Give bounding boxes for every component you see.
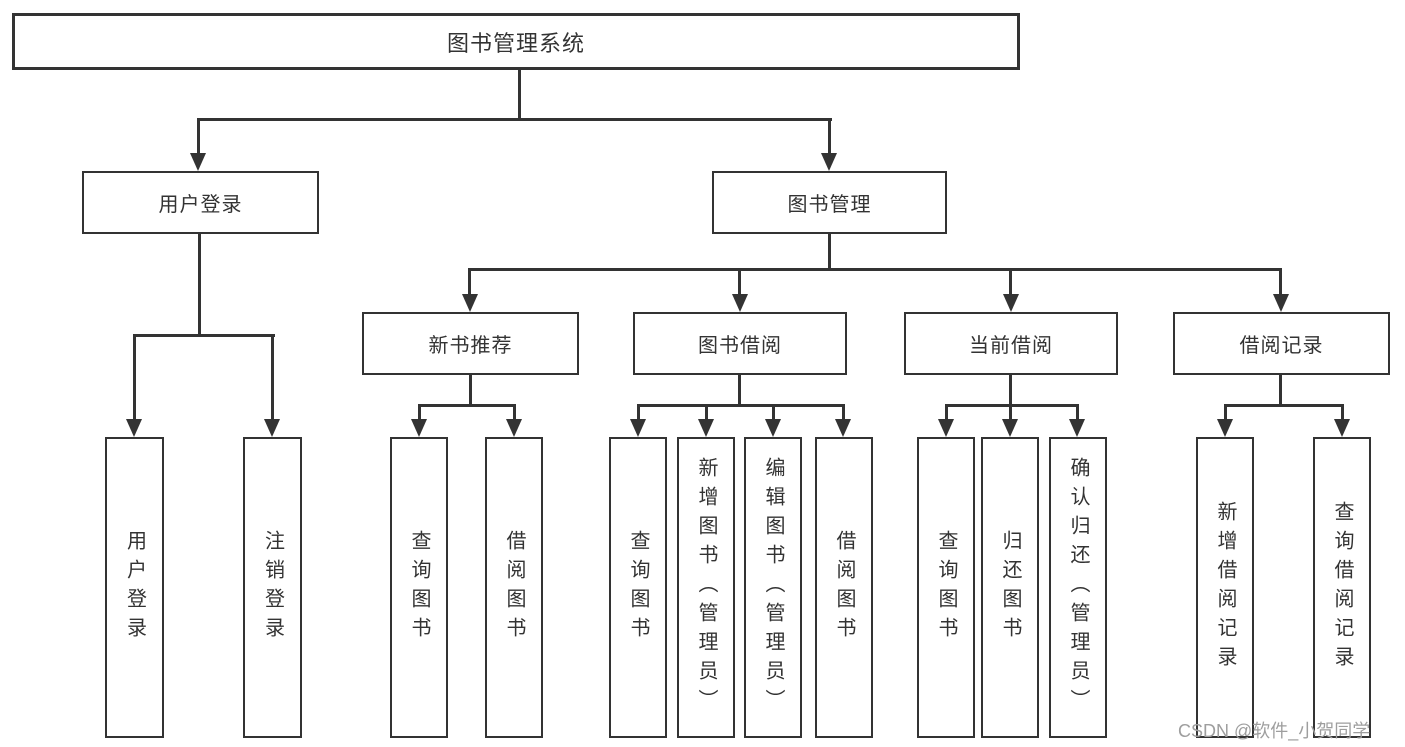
connector-line: [1224, 404, 1227, 421]
node-user-login-branch: 用户登录: [82, 171, 319, 234]
node-label: 当前借阅: [969, 335, 1053, 357]
connector-line: [133, 334, 275, 337]
connector-line: [1279, 375, 1282, 407]
leaf-label: 注销登录: [261, 529, 284, 646]
connector-line: [133, 334, 136, 421]
connector-arrow: [190, 153, 206, 171]
connector-line: [637, 404, 845, 407]
leaf-label: 确认归还（管理员）: [1067, 457, 1089, 718]
connector-line: [468, 268, 471, 296]
connector-line: [637, 404, 640, 421]
connector-arrow: [835, 419, 851, 437]
leaf-label: 查询借阅记录: [1331, 500, 1353, 675]
leaf-borrow-books: 借阅图书: [815, 437, 873, 738]
leaf-logout: 注销登录: [243, 437, 302, 738]
connector-arrow: [126, 419, 142, 437]
leaf-label: 用户登录: [123, 529, 146, 646]
connector-line: [945, 404, 948, 421]
node-label: 图书借阅: [698, 335, 782, 357]
connector-arrow: [462, 294, 478, 312]
connector-line: [469, 375, 472, 407]
connector-arrow: [1273, 294, 1289, 312]
connector-line: [828, 234, 831, 271]
node-borrowing-records: 借阅记录: [1173, 312, 1390, 375]
connector-line: [418, 404, 421, 421]
node-label: 用户登录: [158, 194, 243, 216]
leaf-add-books-admin: 新增图书（管理员）: [677, 437, 735, 738]
leaf-label: 借阅图书: [833, 529, 855, 646]
leaf-edit-books-admin: 编辑图书（管理员）: [744, 437, 802, 738]
connector-arrow: [411, 419, 427, 437]
connector-line: [738, 268, 741, 296]
connector-line: [197, 118, 832, 121]
connector-arrow: [1003, 294, 1019, 312]
node-new-book-recommend: 新书推荐: [362, 312, 579, 375]
leaf-borrow-books-recommend: 借阅图书: [485, 437, 543, 738]
leaf-add-borrow-record: 新增借阅记录: [1196, 437, 1254, 738]
connector-arrow: [1217, 419, 1233, 437]
connector-line: [738, 375, 741, 407]
connector-line: [468, 268, 1282, 271]
leaf-label: 编辑图书（管理员）: [762, 457, 784, 718]
leaf-label: 借阅图书: [503, 529, 525, 646]
connector-line: [945, 404, 1079, 407]
connector-line: [1009, 268, 1012, 296]
connector-line: [418, 404, 516, 407]
leaf-query-books-borrowing: 查询图书: [609, 437, 667, 738]
connector-line: [772, 404, 775, 421]
connector-line: [271, 334, 274, 421]
connector-arrow: [264, 419, 280, 437]
node-book-borrowing: 图书借阅: [633, 312, 847, 375]
connector-line: [1279, 268, 1282, 296]
leaf-confirm-return-admin: 确认归还（管理员）: [1049, 437, 1107, 738]
connector-arrow: [698, 419, 714, 437]
connector-line: [705, 404, 708, 421]
leaf-label: 查询图书: [627, 529, 649, 646]
connector-line: [197, 118, 200, 156]
leaf-query-books-current: 查询图书: [917, 437, 975, 738]
connector-line: [1009, 404, 1012, 421]
connector-line: [513, 404, 516, 421]
connector-line: [1341, 404, 1344, 421]
connector-line: [828, 118, 831, 156]
connector-arrow: [506, 419, 522, 437]
csdn-watermark: CSDN @软件_小贺同学: [1178, 721, 1371, 741]
connector-arrow: [938, 419, 954, 437]
node-book-management: 图书管理: [712, 171, 947, 234]
connector-arrow: [1069, 419, 1085, 437]
connector-line: [198, 234, 201, 336]
leaf-label: 新增借阅记录: [1214, 500, 1236, 675]
connector-arrow: [821, 153, 837, 171]
leaf-label: 归还图书: [999, 529, 1021, 646]
leaf-label: 新增图书（管理员）: [695, 457, 717, 718]
node-label: 新书推荐: [428, 335, 513, 357]
connector-arrow: [732, 294, 748, 312]
leaf-label: 查询图书: [935, 529, 957, 646]
leaf-user-login: 用户登录: [105, 437, 164, 738]
node-label: 借阅记录: [1239, 335, 1324, 357]
connector-line: [1009, 375, 1012, 407]
connector-line: [1076, 404, 1079, 421]
connector-arrow: [765, 419, 781, 437]
leaf-query-borrow-record: 查询借阅记录: [1313, 437, 1371, 738]
connector-line: [518, 70, 521, 120]
connector-line: [842, 404, 845, 421]
connector-arrow: [630, 419, 646, 437]
leaf-return-books: 归还图书: [981, 437, 1039, 738]
leaf-label: 查询图书: [408, 529, 430, 646]
node-label: 图书管理系统: [446, 30, 585, 56]
connector-line: [1224, 404, 1344, 407]
node-label: 图书管理: [787, 194, 872, 216]
connector-arrow: [1334, 419, 1350, 437]
leaf-query-books-recommend: 查询图书: [390, 437, 448, 738]
node-current-borrowing: 当前借阅: [904, 312, 1118, 375]
node-library-management-system: 图书管理系统: [12, 13, 1020, 70]
connector-arrow: [1002, 419, 1018, 437]
